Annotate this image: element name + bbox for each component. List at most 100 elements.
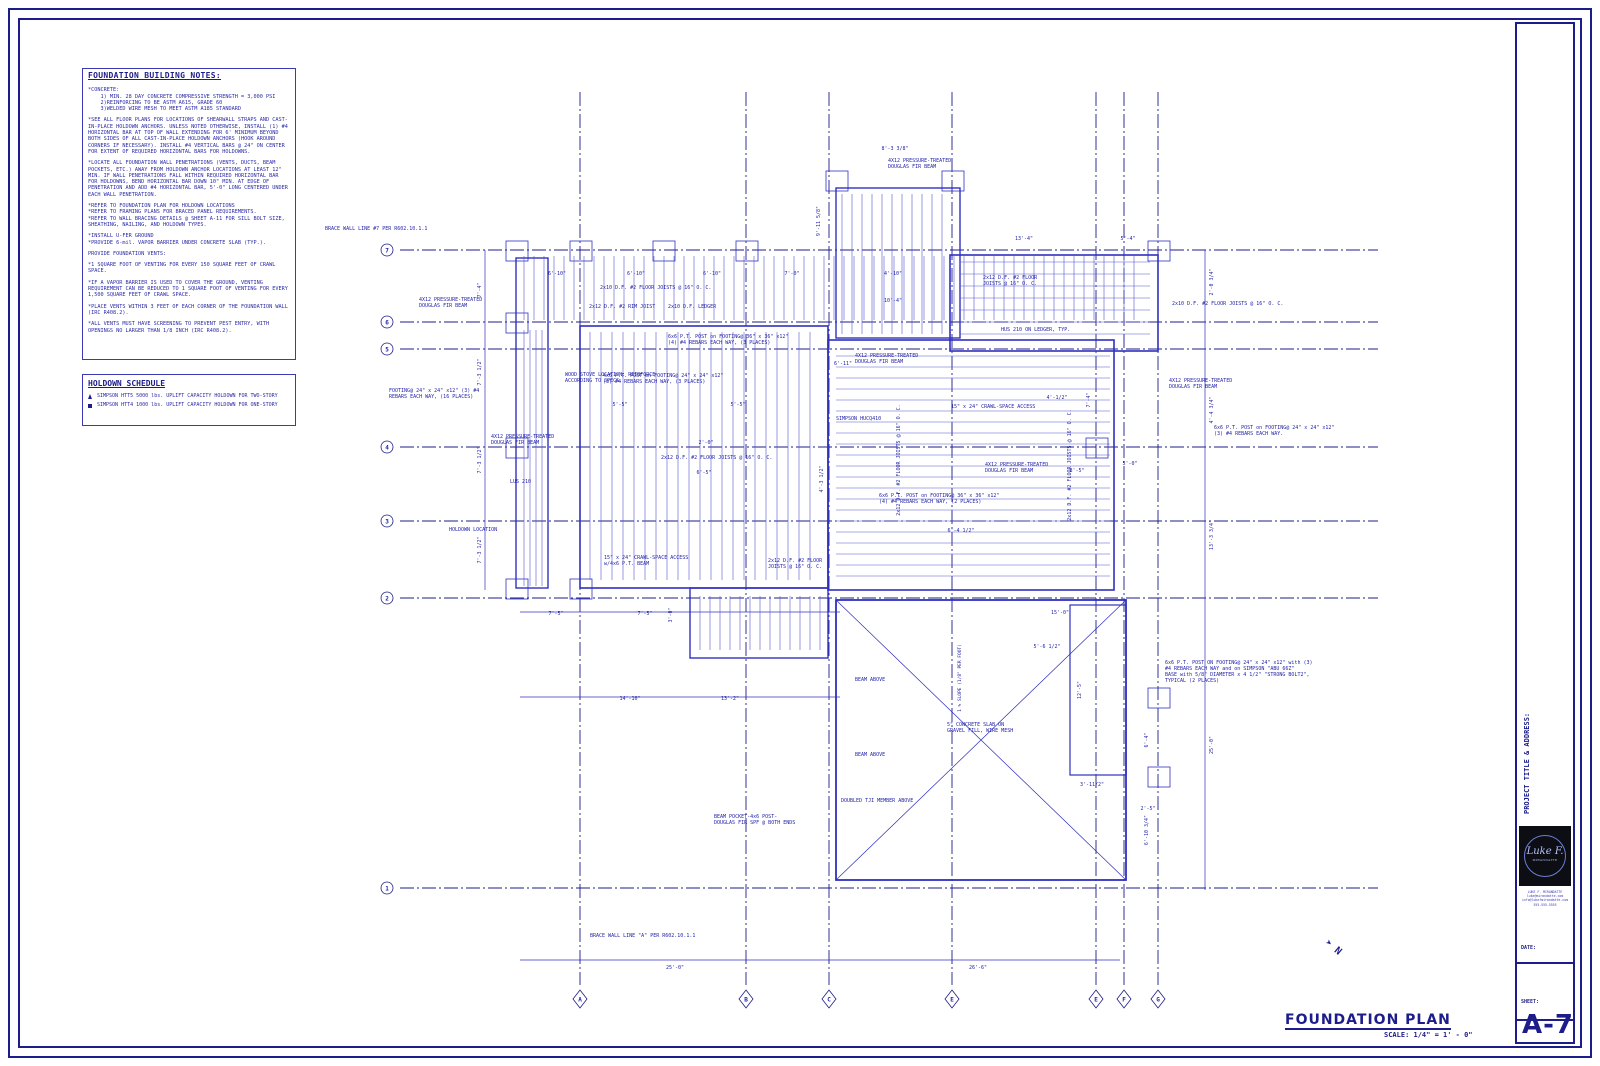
label-line: 1 % SLOPE (1/8" PER FOOT) — [957, 644, 963, 712]
plan-label-post-footing-low: 6x6 P.T. POST on FOOTING@ 36" x 36" x12"… — [879, 493, 999, 505]
grid-col-label: E — [950, 997, 954, 1004]
footing-pad — [825, 170, 849, 192]
dimension-text: 4'-3 1/2" — [819, 465, 825, 492]
dimension-text: 13'-4" — [1015, 236, 1033, 242]
label-line: (4) #4 REBARS EACH WAY, (3 PLACES) — [668, 340, 770, 346]
holdown-row: SIMPSON HTT4 1000 lbs. UPLIFT CAPACITY H… — [88, 401, 290, 410]
label-line: SIMPSON HUCQ410 — [836, 416, 881, 422]
label-line: HOLDOWN LOCATION — [449, 527, 497, 533]
sheet-label: SHEET: — [1521, 999, 1540, 1005]
contact-line: 555-555-5555 — [1533, 902, 1557, 907]
plan-label-post-footing-top: 6x6 P.T. POST on FOOTING@ 36" x 36" x12"… — [668, 334, 788, 346]
foundation-notes: FOUNDATION BUILDING NOTES: *CONCRETE: 1)… — [82, 68, 296, 360]
garage-wall — [1069, 604, 1127, 776]
logo-subtext: MIRANDATTE — [1532, 858, 1558, 862]
grid-row-label: 2 — [385, 596, 389, 603]
holdown-schedule-title: HOLDOWN SCHEDULE — [88, 379, 166, 388]
footing-pad — [505, 437, 529, 459]
label-line: 2x12 D.F. #2 FLOOR JOISTS @ 16" O. C. — [1067, 409, 1073, 520]
plan-label-post-right: 6x6 P.T. POST on FOOTING@ 24" x 24" x12"… — [1214, 425, 1334, 437]
plan-label-joists-vertical-2: 2x12 D.F. #2 FLOOR JOISTS @ 16" O. C. — [1067, 409, 1073, 520]
label-line: 2x10 D.F. LEDGER — [668, 304, 717, 310]
note-paragraph: *CONCRETE: 1) MIN. 28 DAY CONCRETE COMPR… — [88, 87, 276, 113]
label-line: 2x12 D.F. #2 FLOOR JOISTS @ 16" O. C. — [896, 404, 902, 515]
footing-pad — [735, 240, 759, 262]
label-line: 4X12 PRESSURE-TREATED — [888, 158, 951, 164]
dimension-text: 7'-3 1/2" — [477, 358, 483, 385]
footing-pad — [569, 578, 593, 600]
grid-bubble — [380, 342, 394, 356]
label-line: 15" x 24" CRAWL-SPACE ACCESS — [604, 555, 688, 561]
dimension-text: 5'-5" — [612, 402, 627, 408]
grid-bubble — [1150, 989, 1166, 1009]
dimension-text: 6'-4" — [1144, 732, 1150, 747]
dimension-text: 7'-4" — [477, 282, 483, 297]
holdown-row-text: SIMPSON HTT4 1000 lbs. UPLIFT CAPACITY H… — [97, 402, 278, 408]
note-paragraph: *1 SQUARE FOOT OF VENTING FOR EVERY 150 … — [88, 262, 279, 275]
dimension-text: 9'-11 5/8" — [816, 206, 822, 236]
plan-label-post-strong: 6x6 P.T. POST ON FOOTING@ 24" x 24" x12"… — [1165, 660, 1313, 684]
note-paragraph: *INSTALL U-FER GROUND *PROVIDE 6-mil. VA… — [88, 233, 267, 246]
sheet-border-outer — [8, 8, 1592, 1058]
grid-bubble — [1088, 989, 1104, 1009]
dimension-text: 7'-3 1/2" — [477, 536, 483, 563]
dimension-text: 2'-0 3/4" — [1209, 268, 1215, 295]
contact-line: LUKE F. MIRANDATTE — [1527, 890, 1563, 894]
dimension-text: 4'-4 3/4" — [1209, 396, 1215, 423]
label-line: TYPICAL (2 PLACES) — [1165, 678, 1219, 684]
label-line: 2x10 D.F. #2 FLOOR JOISTS @ 16" O. C. — [1172, 301, 1283, 307]
plan-title: FOUNDATION PLAN — [1285, 1012, 1451, 1030]
plan-label-beam-above-2: BEAM ABOVE — [855, 752, 885, 758]
dimension-text: 4'-1/2" — [1046, 395, 1067, 401]
label-line: 5" CONCRETE SLAB ON — [947, 722, 1004, 728]
plan-label-hus: HUS 210 ON LEDGER, TYP. — [1001, 327, 1070, 333]
dimension-text: 26'-6" — [969, 965, 987, 971]
dimension-text: 5'-6 1/2" — [1033, 644, 1060, 650]
label-line: w/4x6 P.T. BEAM — [604, 561, 649, 567]
footing-pad — [505, 578, 529, 600]
label-line: 4X12 PRESSURE-TREATED — [855, 353, 918, 359]
grid-bubble — [1116, 989, 1132, 1009]
plan-label-joists-vertical-1: 2x12 D.F. #2 FLOOR JOISTS @ 16" O. C. — [896, 404, 902, 515]
plan-label-simpson: SIMPSON HUCQ410 — [836, 416, 881, 422]
label-line: DOUGLAS FIR BEAM — [855, 359, 903, 365]
firm-logo: Luke F. MIRANDATTE — [1519, 826, 1571, 886]
dimension-text: 6'-10 3/4" — [1144, 815, 1150, 845]
label-line: 6x6 P.T. POST on FOOTING@ 36" x 36" x12" — [879, 493, 999, 499]
label-line: BEAM ABOVE — [855, 752, 885, 758]
grid-row-label: 6 — [385, 320, 389, 327]
plan-label-slope: 1 % SLOPE (1/8" PER FOOT) — [957, 644, 963, 712]
dimension-text: 5'-5" — [730, 402, 745, 408]
label-line: (3) #4 REBARS EACH WAY, (3 PLACES) — [603, 379, 705, 385]
dimension-text: 13'-2" — [721, 696, 739, 702]
foundation-wall — [949, 254, 1159, 352]
footing-pad — [505, 240, 529, 262]
label-line: DOUGLAS FIR BEAM — [985, 468, 1033, 474]
label-line: FOOTING@ 24" x 24" x12" (3) #4 — [389, 388, 479, 394]
date-label: DATE: — [1521, 945, 1537, 951]
dimension-text: 6'-11" — [834, 361, 852, 367]
project-title-label: PROJECT TITLE & ADDRESS: — [1523, 712, 1531, 814]
plan-label-joists-top-left: 2x10 D.F. #2 FLOOR JOISTS @ 16" O. C. — [600, 285, 711, 291]
label-line: DOUGLAS FIR SPF @ BOTH ENDS — [714, 820, 795, 826]
sheet-number: A-7 — [1522, 1010, 1575, 1040]
label-line: DOUGLAS FIR BEAM — [888, 164, 936, 170]
firm-contact: LUKE F. MIRANDATTE luke@mirandatte.com i… — [1519, 890, 1571, 907]
label-line: 15" x 24" CRAWL-SPACE ACCESS — [951, 404, 1035, 410]
dimension-text: 6'-10" — [548, 271, 566, 277]
foundation-wall — [835, 187, 961, 339]
plan-label-post-footing-mid: 4x6 P.T. POST on FOOTING@ 24" x 24" x12"… — [603, 373, 723, 385]
dimension-text: 10'-4" — [884, 298, 902, 304]
dimension-text: 15'-0" — [1051, 610, 1069, 616]
slab-diagonal — [835, 599, 1127, 881]
label-line: 6x6 P.T. POST on FOOTING@ 36" x 36" x12" — [668, 334, 788, 340]
dimension-text: 5'-4" — [1120, 236, 1135, 242]
label-line: 2x12 D.F. #2 RIM JOIST — [589, 304, 655, 310]
dimension-text: 8'-3 3/8" — [881, 146, 908, 152]
note-paragraph: *REFER TO FOUNDATION PLAN FOR HOLDOWN LO… — [88, 203, 285, 228]
dimension-text: 14'-10" — [619, 696, 640, 702]
